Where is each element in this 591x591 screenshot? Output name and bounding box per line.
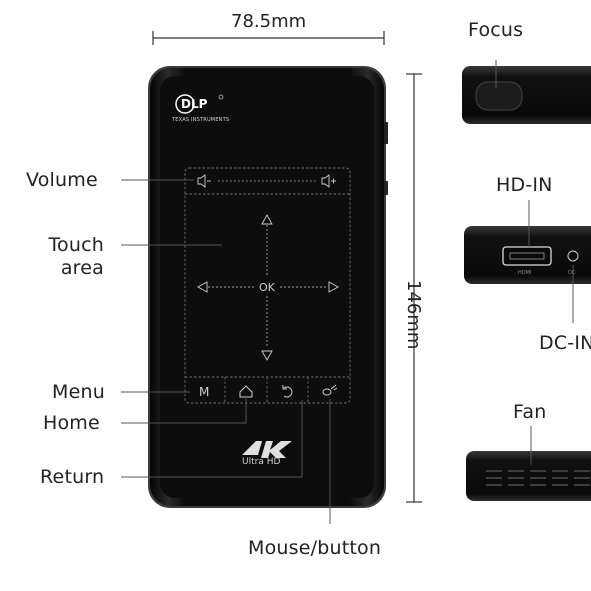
hdmi-port-label: HDMI (518, 270, 532, 276)
callout-menu: Menu (52, 381, 105, 403)
height-dimension-line (406, 73, 422, 503)
label-dc-in: DC-IN (539, 332, 591, 354)
menu-key-label: M (199, 385, 210, 399)
dlp-logo: DLP (181, 97, 208, 111)
return-key-icon (282, 385, 293, 398)
4k-logo-text: 4K (246, 440, 247, 441)
callout-return: Return (40, 466, 105, 488)
hdin-side-view (464, 200, 591, 323)
label-hd-in: HD-IN (496, 174, 553, 196)
volume-bar (197, 174, 336, 188)
height-dimension-label: 146mm (403, 280, 424, 350)
dlp-logo-ring (175, 94, 195, 114)
width-dimension-line (152, 31, 385, 45)
ultra-hd-label: Ultra HD (242, 457, 281, 467)
callout-touch-line2: area (60, 257, 104, 279)
label-fan: Fan (513, 401, 547, 423)
navigation-arrows (197, 214, 339, 361)
dc-port-label: DC (568, 270, 576, 276)
touch-panel-outline (184, 167, 351, 404)
label-focus: Focus (468, 19, 524, 41)
callout-touch-line1: Touch (48, 234, 104, 256)
fan-side-view (466, 426, 591, 501)
mouse-key-icon (322, 384, 338, 396)
4k-logo-mark (242, 441, 292, 458)
home-key-icon (239, 385, 253, 398)
callout-volume: Volume (26, 169, 98, 191)
dlp-logo-subtitle: TEXAS INSTRUMENTS (172, 117, 230, 123)
focus-side-view (462, 60, 591, 124)
callout-mouse-button: Mouse/button (248, 537, 382, 559)
width-dimension-label: 78.5mm (231, 11, 307, 32)
ok-key-label: OK (259, 281, 275, 294)
callout-leader-lines (121, 179, 331, 524)
callout-home: Home (43, 412, 100, 434)
